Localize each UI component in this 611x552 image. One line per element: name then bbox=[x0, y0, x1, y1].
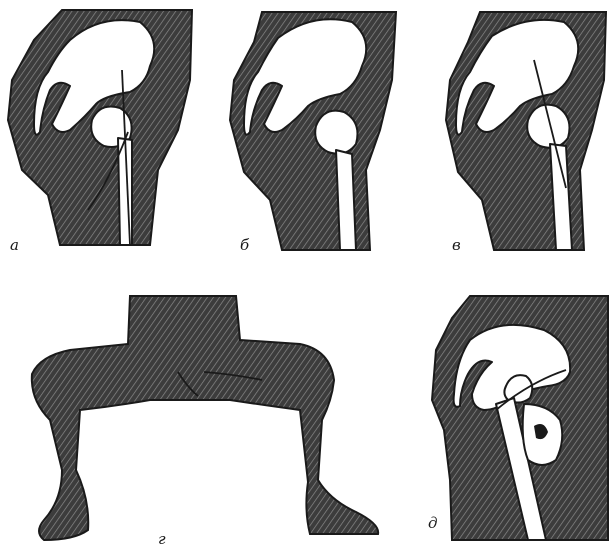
panel-v-illustration bbox=[446, 12, 606, 250]
panel-v-label: в bbox=[452, 238, 461, 253]
panel-a-illustration bbox=[8, 10, 192, 245]
panel-b-illustration bbox=[230, 12, 396, 250]
panel-b-femur-shaft bbox=[336, 150, 356, 250]
panel-v-femur-head bbox=[527, 105, 569, 148]
panel-b-label: б bbox=[240, 238, 249, 253]
panel-g-body bbox=[32, 296, 378, 540]
panel-b-femur-head bbox=[315, 111, 357, 154]
panel-a-label: а bbox=[10, 238, 19, 253]
panel-d-label: д bbox=[428, 516, 438, 531]
panel-g-illustration bbox=[32, 296, 378, 540]
panel-d-illustration bbox=[432, 296, 608, 540]
panel-g-label: г bbox=[158, 532, 166, 547]
